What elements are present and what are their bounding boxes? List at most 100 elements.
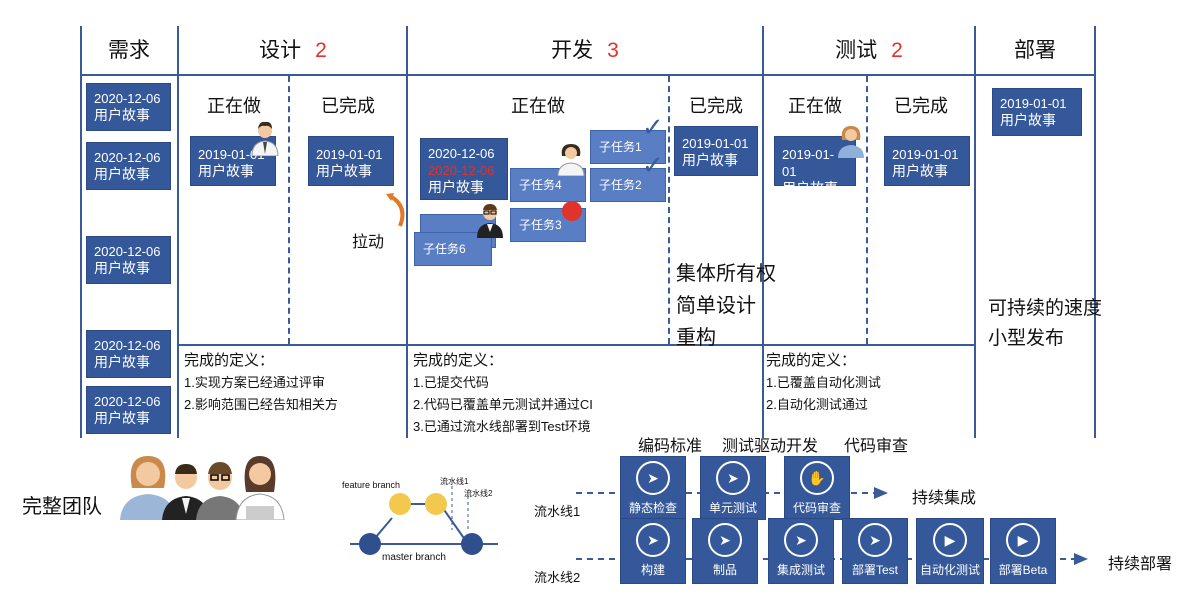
practice-simple-design: 简单设计	[676, 295, 756, 317]
subtask-card[interactable]: 子任务2	[590, 168, 666, 202]
pipeline1-label: 流水线1	[534, 504, 581, 519]
tester-avatar-icon	[838, 126, 864, 158]
stage-static-check[interactable]: ➤ 静态检查	[620, 456, 686, 520]
card-title: 用户故事	[94, 166, 150, 182]
card-date: 2019-01-01	[1000, 96, 1067, 111]
col-header-requirements: 需求	[108, 39, 150, 62]
stage-label: 代码审查	[792, 501, 841, 515]
dod-item: 3.已通过流水线部署到Test环境	[413, 419, 591, 434]
check-mark-icon: ✓	[642, 112, 664, 142]
stage-label: 部署Beta	[998, 563, 1048, 577]
card-title: 用户故事	[94, 260, 150, 276]
practice-refactoring: 重构	[676, 327, 716, 349]
blocker-dot-icon	[562, 201, 582, 221]
practice-sustainable-pace: 可持续的速度	[988, 298, 1103, 319]
play-icon: ▶	[933, 523, 967, 557]
plane-icon: ➤	[636, 523, 670, 557]
card-title: 用户故事	[94, 107, 150, 123]
card-title: 用户故事	[316, 163, 372, 179]
dod-item: 1.已提交代码	[413, 375, 489, 390]
practice-coding-standard: 编码标准	[638, 438, 703, 455]
stage-code-review[interactable]: ✋代码审查	[784, 456, 850, 520]
board-line-req	[177, 26, 179, 438]
card-title: 用户故事	[892, 163, 948, 179]
card-date: 2020-12-06	[94, 91, 161, 106]
board-line-left	[80, 26, 82, 438]
commit-dot	[425, 493, 447, 515]
stage-unit-test[interactable]: ➤单元测试	[700, 456, 766, 520]
stage-automation-test[interactable]: ▶自动化测试	[916, 518, 984, 584]
stage-deploy-beta[interactable]: ▶ 部署Beta	[990, 518, 1056, 584]
continuous-deployment-label: 持续部署	[1108, 556, 1173, 573]
dod-title: 完成的定义：	[413, 352, 504, 369]
card-overdue-date: 2020-12-06	[428, 163, 495, 178]
practice-code-review: 代码审查	[844, 438, 909, 455]
design-done-header: 已完成	[321, 96, 375, 116]
card-date: 2020-12-06	[94, 338, 161, 353]
plane-icon: ➤	[708, 523, 742, 557]
team-people-icon	[120, 456, 285, 520]
dod-item: 1.实现方案已经通过评审	[184, 375, 325, 390]
commit-dot	[359, 533, 381, 555]
dod-title: 完成的定义：	[184, 352, 275, 369]
card-date: 2019-01-01	[782, 147, 835, 179]
check-mark-icon: ✓	[642, 150, 664, 180]
play-icon: ▶	[1006, 523, 1040, 557]
plane-icon: ➤	[716, 461, 750, 495]
dev-practices: 集体所有权 简单设计 重构	[676, 258, 776, 354]
test-definition-of-done: 完成的定义： 1.已覆盖自动化测试 2.自动化测试通过	[766, 350, 881, 416]
card-title: 用户故事	[1000, 112, 1056, 128]
deploy-practices: 可持续的速度 小型发布	[988, 294, 1102, 354]
pull-label: 拉动	[352, 234, 385, 251]
master-branch-label: master branch	[382, 552, 446, 563]
board-header-line	[80, 74, 1096, 76]
card-title: 用户故事	[198, 163, 254, 179]
develop-definition-of-done: 完成的定义： 1.已提交代码 2.代码已覆盖单元测试并通过CI 3.已通过流水线…	[413, 350, 593, 438]
stage-deploy-test[interactable]: ➤部署Test	[842, 518, 908, 584]
card-title: 用户故事	[682, 152, 738, 168]
card-date: 2020-12-06	[428, 146, 495, 161]
board-line-dev	[762, 26, 764, 438]
pipeline2-track	[576, 553, 1088, 565]
test-split-line	[866, 76, 868, 344]
board-line-design	[406, 26, 408, 438]
stage-integration-test[interactable]: ➤集成测试	[768, 518, 834, 584]
pull-arrow-icon	[386, 193, 405, 227]
pipeline2-label: 流水线2	[534, 570, 581, 585]
definition-line	[177, 344, 976, 346]
dod-item: 2.代码已覆盖单元测试并通过CI	[413, 397, 593, 412]
plane-icon: ➤	[636, 461, 670, 495]
card-title: 用户故事	[428, 179, 484, 195]
branch-diagram	[350, 486, 498, 555]
practice-small-releases: 小型发布	[988, 328, 1065, 349]
test-doing-header: 正在做	[788, 96, 842, 116]
card-date: 2019-01-01	[198, 147, 265, 162]
card-date: 2019-01-01	[892, 147, 959, 162]
dod-item: 2.自动化测试通过	[766, 397, 868, 412]
card-date: 2020-12-06	[94, 394, 161, 409]
board-line-test	[974, 26, 976, 438]
stage-label: 静态检查	[628, 501, 677, 515]
stage-label: 集成测试	[776, 563, 825, 577]
test-done-header: 已完成	[894, 96, 948, 116]
stage-build[interactable]: ➤ 构建	[620, 518, 686, 584]
stage-label: 构建	[640, 563, 665, 577]
design-wip-limit: 2	[315, 39, 327, 62]
subtask-card[interactable]: 子任务1	[590, 130, 666, 164]
dod-item: 1.已覆盖自动化测试	[766, 375, 881, 390]
stage-artifact[interactable]: ➤制品	[692, 518, 758, 584]
col-header-deploy: 部署	[1014, 39, 1056, 62]
